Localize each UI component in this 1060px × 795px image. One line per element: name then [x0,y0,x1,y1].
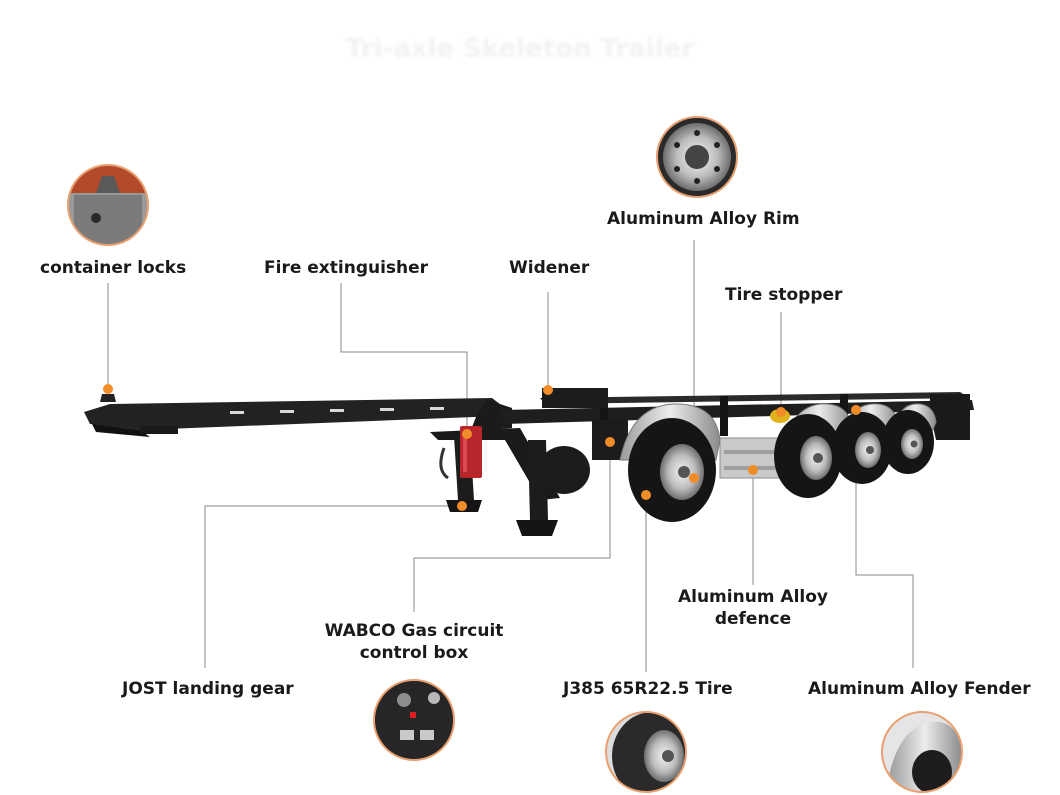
leader-wabco [413,442,611,612]
marker-tire-stopper [776,407,786,417]
fender-photo [881,711,963,793]
wheels [538,403,937,522]
marker-wabco [605,437,615,447]
label-rim: Aluminum Alloy Rim [607,209,800,229]
leader-fender [855,410,914,668]
gooseneck-underside [92,424,150,437]
label-wabco-line1: WABCO Gas circuit [324,621,504,641]
label-defence-line1: Aluminum Alloy [677,587,829,607]
leader-lines [107,240,914,672]
marker-jost [457,501,467,511]
marker-tire [641,490,651,500]
faded-title: Tri-axle Skeleton Trailer [345,34,695,64]
label-wabco-line2: control box [359,643,469,663]
thumbnail-photos [67,116,963,793]
label-jost: JOST landing gear [122,679,294,699]
marker-container-locks [103,384,113,394]
marker-rim [689,473,699,483]
label-tire: J385 65R22.5 Tire [563,679,733,699]
marker-widener [543,385,553,395]
container-lock-photo [67,164,149,246]
rear-bumper [930,412,970,440]
label-widener: Widener [509,258,590,278]
neck-brace [430,428,560,500]
front-lamp [140,426,178,434]
gooseneck-deck [84,398,505,430]
marker-defence [748,465,758,475]
wabco-box-photo [373,679,455,761]
leader-fire-extinguisher [340,283,468,432]
marker-fender [851,405,861,415]
drop-section [470,400,512,432]
label-fire-extinguisher: Fire extinguisher [264,258,429,278]
label-container-locks: container locks [40,258,187,278]
label-defence-line2: defence [714,609,792,629]
label-wabco: WABCO Gas circuit control box [314,620,514,664]
container-lock-on-deck [100,394,116,402]
marker-fire-extinguisher [462,429,472,439]
label-fender: Aluminum Alloy Fender [808,679,1031,699]
tire-photo [605,711,687,793]
label-defence: Aluminum Alloy defence [663,586,843,630]
main-rail-far [540,392,970,404]
leader-jost [204,505,462,668]
callout-markers [103,384,861,511]
rim-photo [656,116,738,198]
widener-box [542,388,608,408]
landing-foot-2 [516,520,558,536]
label-tire-stopper: Tire stopper [725,285,843,305]
